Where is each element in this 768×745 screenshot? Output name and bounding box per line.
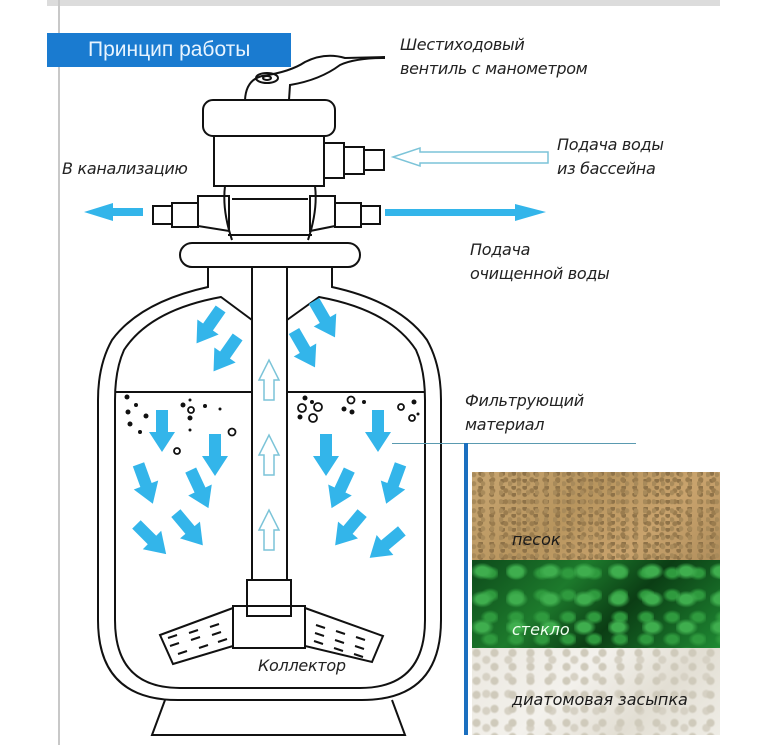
media-sand-swatch: песок	[472, 472, 720, 560]
filter-material-leader-line	[392, 443, 636, 444]
page-title: Принцип работы	[88, 38, 251, 61]
tank-outer-wall	[97, 267, 442, 701]
valve-label-line2: вентиль с манометром	[400, 59, 588, 78]
media-glass-swatch: стекло	[472, 560, 720, 648]
outlet-label-line2: очищенной воды	[470, 264, 610, 283]
valve-label-line1: Шестиходовый	[400, 35, 525, 54]
filter-material-label-line2: материал	[465, 415, 545, 434]
left-page-border	[58, 0, 60, 745]
valve-handle	[244, 54, 386, 101]
drain-arrow	[84, 203, 143, 221]
tank-inner-wall	[114, 295, 426, 689]
inlet-label-line1: Подача воды	[557, 135, 664, 154]
media-accent-bar	[464, 443, 468, 735]
inlet-label-line2: из бассейна	[557, 159, 656, 178]
tank-collar	[179, 242, 361, 268]
collector-label: Коллектор	[258, 656, 346, 675]
valve-cap	[202, 99, 336, 137]
top-gray-bar	[47, 0, 720, 6]
outlet-label-line1: Подача	[470, 240, 531, 259]
media-glass-label: стекло	[512, 620, 570, 639]
media-diatomite-label: диатомовая засыпка	[512, 690, 688, 709]
filter-material-label-line1: Фильтрующий	[465, 391, 584, 410]
drain-label: В канализацию	[62, 159, 188, 178]
media-sand-label: песок	[512, 530, 561, 549]
media-diatomite-swatch: диатомовая засыпка	[472, 648, 720, 735]
inlet-arrow	[390, 146, 549, 168]
tank-base	[150, 699, 407, 736]
outlet-arrow	[385, 204, 546, 221]
title-banner	[47, 33, 291, 67]
